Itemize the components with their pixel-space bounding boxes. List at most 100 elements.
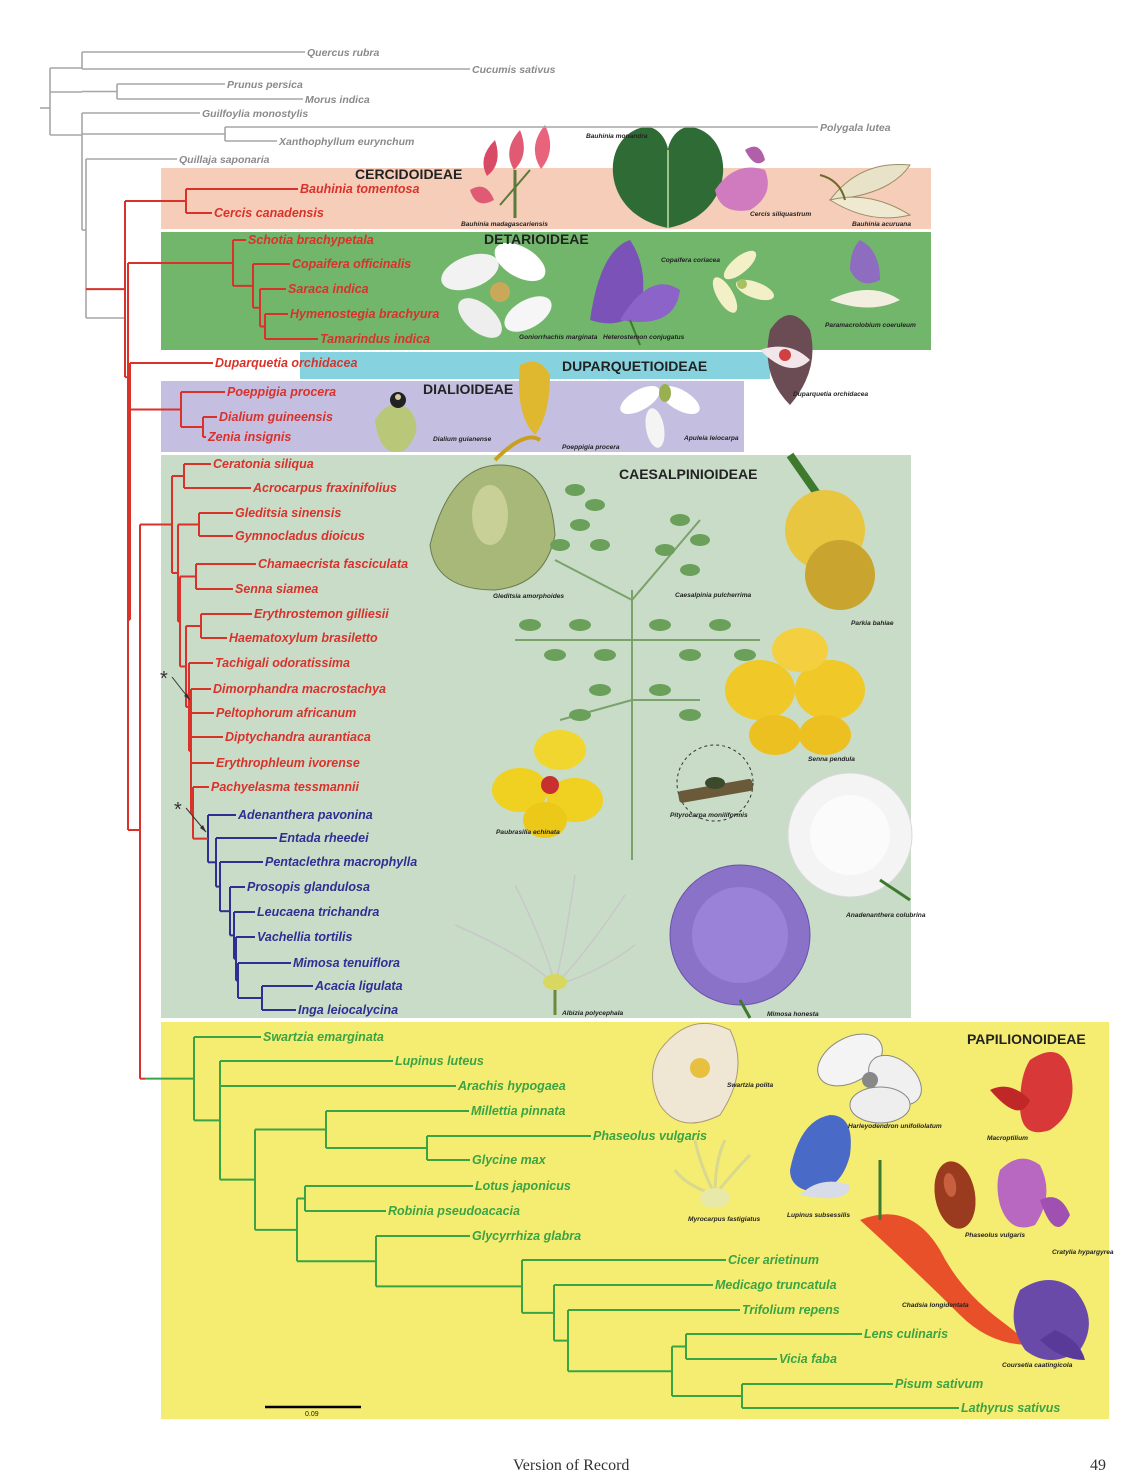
caption: Swartzia polita [727, 1082, 773, 1089]
taxon-label: Erythrophleum ivorense [216, 756, 360, 770]
taxon-label: Cicer arietinum [728, 1253, 819, 1267]
dialium-guianense-image [375, 392, 417, 452]
caption: Goniorrhachis marginata [519, 334, 598, 341]
bauhinia-madagascariensis-image [470, 125, 551, 218]
taxon-label: Cucumis sativus [472, 64, 556, 76]
caesalpinia-pulcherrima-leaf-image [515, 484, 760, 860]
bauhinia-monandra-leaf-image [612, 127, 724, 228]
duparquetia-orchidacea-image [760, 315, 813, 405]
apuleia-leiocarpa-image [620, 384, 700, 448]
cratylia-hypargyrea-image [997, 1158, 1070, 1228]
caption: Heterostemon conjugatus [603, 334, 685, 341]
caption: Myrocarpus fastigiatus [688, 1216, 761, 1223]
scale-bar-label: 0.09 [305, 1411, 319, 1418]
taxon-label: Tachigali odoratissima [215, 656, 350, 670]
caption: Chadsia longidentata [902, 1302, 969, 1309]
taxon-label: Swartzia emarginata [263, 1030, 384, 1044]
subfamily-label-cercidoideae: CERCIDOIDEAE [355, 166, 462, 182]
taxon-label: Hymenostegia brachyura [290, 307, 439, 321]
taxon-label: Lens culinaris [864, 1327, 948, 1341]
taxon-label: Pachyelasma tessmannii [211, 780, 360, 794]
taxon-label: Bauhinia tomentosa [300, 182, 420, 196]
taxon-label: Cercis canadensis [214, 206, 324, 220]
caption: Mimosa honesta [767, 1011, 819, 1018]
taxon-label: Mimosa tenuiflora [293, 956, 400, 970]
subfamily-label-detarioideae: DETARIOIDEAE [484, 231, 589, 247]
taxon-label: Lotus japonicus [475, 1179, 571, 1193]
detarioideae-panel [161, 232, 931, 350]
taxon-label: Arachis hypogaea [457, 1079, 566, 1093]
taxon-label: Haematoxylum brasiletto [229, 631, 378, 645]
taxon-label: Xanthophyllum eurynchum [278, 136, 414, 148]
asterisk-marker: * [160, 668, 168, 690]
asterisk-marker: * [174, 799, 182, 821]
taxon-label: Medicago truncatula [715, 1278, 837, 1292]
lupinus-subsessilis-image [790, 1115, 851, 1199]
taxon-label: Copaifera officinalis [292, 257, 411, 271]
taxon-label: Zenia insignis [207, 430, 291, 444]
taxon-label: Lupinus luteus [395, 1054, 484, 1068]
taxon-label: Duparquetia orchidacea [215, 356, 357, 370]
caption: Phaseolus vulgaris [965, 1232, 1025, 1239]
caption: Poeppigia procera [562, 444, 620, 451]
caption: Apuleia leiocarpa [683, 435, 739, 442]
albizia-polycephala-image [454, 874, 636, 1015]
parkia-bahiae-image [785, 452, 875, 610]
taxon-label: Acacia ligulata [314, 979, 403, 993]
taxon-label: Vachellia tortilis [257, 930, 352, 944]
taxon-label: Vicia faba [779, 1352, 837, 1366]
taxon-label: Pentaclethra macrophylla [265, 855, 417, 869]
coursetia-caatingicola-image [1013, 1280, 1089, 1360]
taxon-label: Acrocarpus fraxinifolius [252, 481, 397, 495]
caption: Duparquetia orchidacea [793, 391, 868, 398]
taxon-label: Peltophorum africanum [216, 706, 356, 720]
caption: Parkia bahiae [851, 620, 894, 627]
taxon-label: Ceratonia siliqua [213, 457, 314, 471]
paramacrolobium-coeruleum-image [830, 240, 900, 308]
subfamily-label-dialioideae: DIALIOIDEAE [423, 381, 513, 397]
phylogenetic-tree [40, 51, 959, 1409]
taxon-label: Diptychandra aurantiaca [225, 730, 371, 744]
taxon-label: Senna siamea [235, 582, 318, 596]
caption: Senna pendula [808, 756, 855, 763]
myrocarpus-fastigiatus-image [673, 1139, 752, 1208]
harleyodendron-unifoliolatum-image [817, 1033, 922, 1124]
taxon-label: Morus indica [305, 94, 370, 106]
phaseolus-vulgaris-seed-image [934, 1161, 976, 1229]
caption: Bauhinia monandra [586, 133, 648, 140]
taxon-label: Millettia pinnata [471, 1104, 566, 1118]
taxon-label: Quercus rubra [307, 47, 380, 59]
taxon-label: Chamaecrista fasciculata [258, 557, 408, 571]
subfamily-label-papilionoideae: PAPILIONOIDEAE [967, 1031, 1086, 1047]
taxon-label: Saraca indica [288, 282, 369, 296]
taxon-label: Robinia pseudoacacia [388, 1204, 520, 1218]
photo-captions: Bauhinia monandra Bauhinia madagascarien… [433, 133, 1114, 1369]
taxon-label: Gymnocladus dioicus [235, 529, 365, 543]
taxon-label: Phaseolus vulgaris [593, 1129, 707, 1143]
taxon-label: Glycyrrhiza glabra [472, 1229, 581, 1243]
caption: Harleyodendron unifoliolatum [848, 1123, 942, 1130]
caption: Paramacrolobium coeruleum [825, 322, 916, 329]
senna-pendula-image [725, 628, 865, 755]
taxon-label: Guilfoylia monostylis [202, 108, 308, 120]
goniorrhachis-marginata-image [441, 242, 552, 338]
caption: Paubrasilia echinata [496, 829, 560, 836]
taxon-label: Prunus persica [227, 79, 303, 91]
cercis-siliquastrum-image [715, 146, 768, 211]
caption: Bauhinia madagascariensis [461, 221, 548, 228]
taxon-label: Glycine max [472, 1153, 547, 1167]
taxon-label: Inga leiocalycina [298, 1003, 398, 1017]
subfamily-label-caesalpinioideae: CAESALPINIOIDEAE [619, 466, 757, 482]
taxon-label: Adenanthera pavonina [237, 808, 373, 822]
taxon-label: Erythrostemon gilliesii [254, 607, 389, 621]
caption: Albizia polycephala [561, 1010, 624, 1017]
caption: Anadenanthera colubrina [845, 912, 926, 919]
caption: Pityrocarpa moniliformis [670, 812, 748, 819]
swartzia-polita-image [652, 1022, 739, 1124]
taxon-label: Dialium guineensis [219, 410, 333, 424]
taxon-label: Gleditsia sinensis [235, 506, 341, 520]
caption: Cercis siliquastrum [750, 211, 811, 218]
caption: Caesalpinia pulcherrima [675, 592, 752, 599]
macroptilium-image [990, 1052, 1073, 1133]
